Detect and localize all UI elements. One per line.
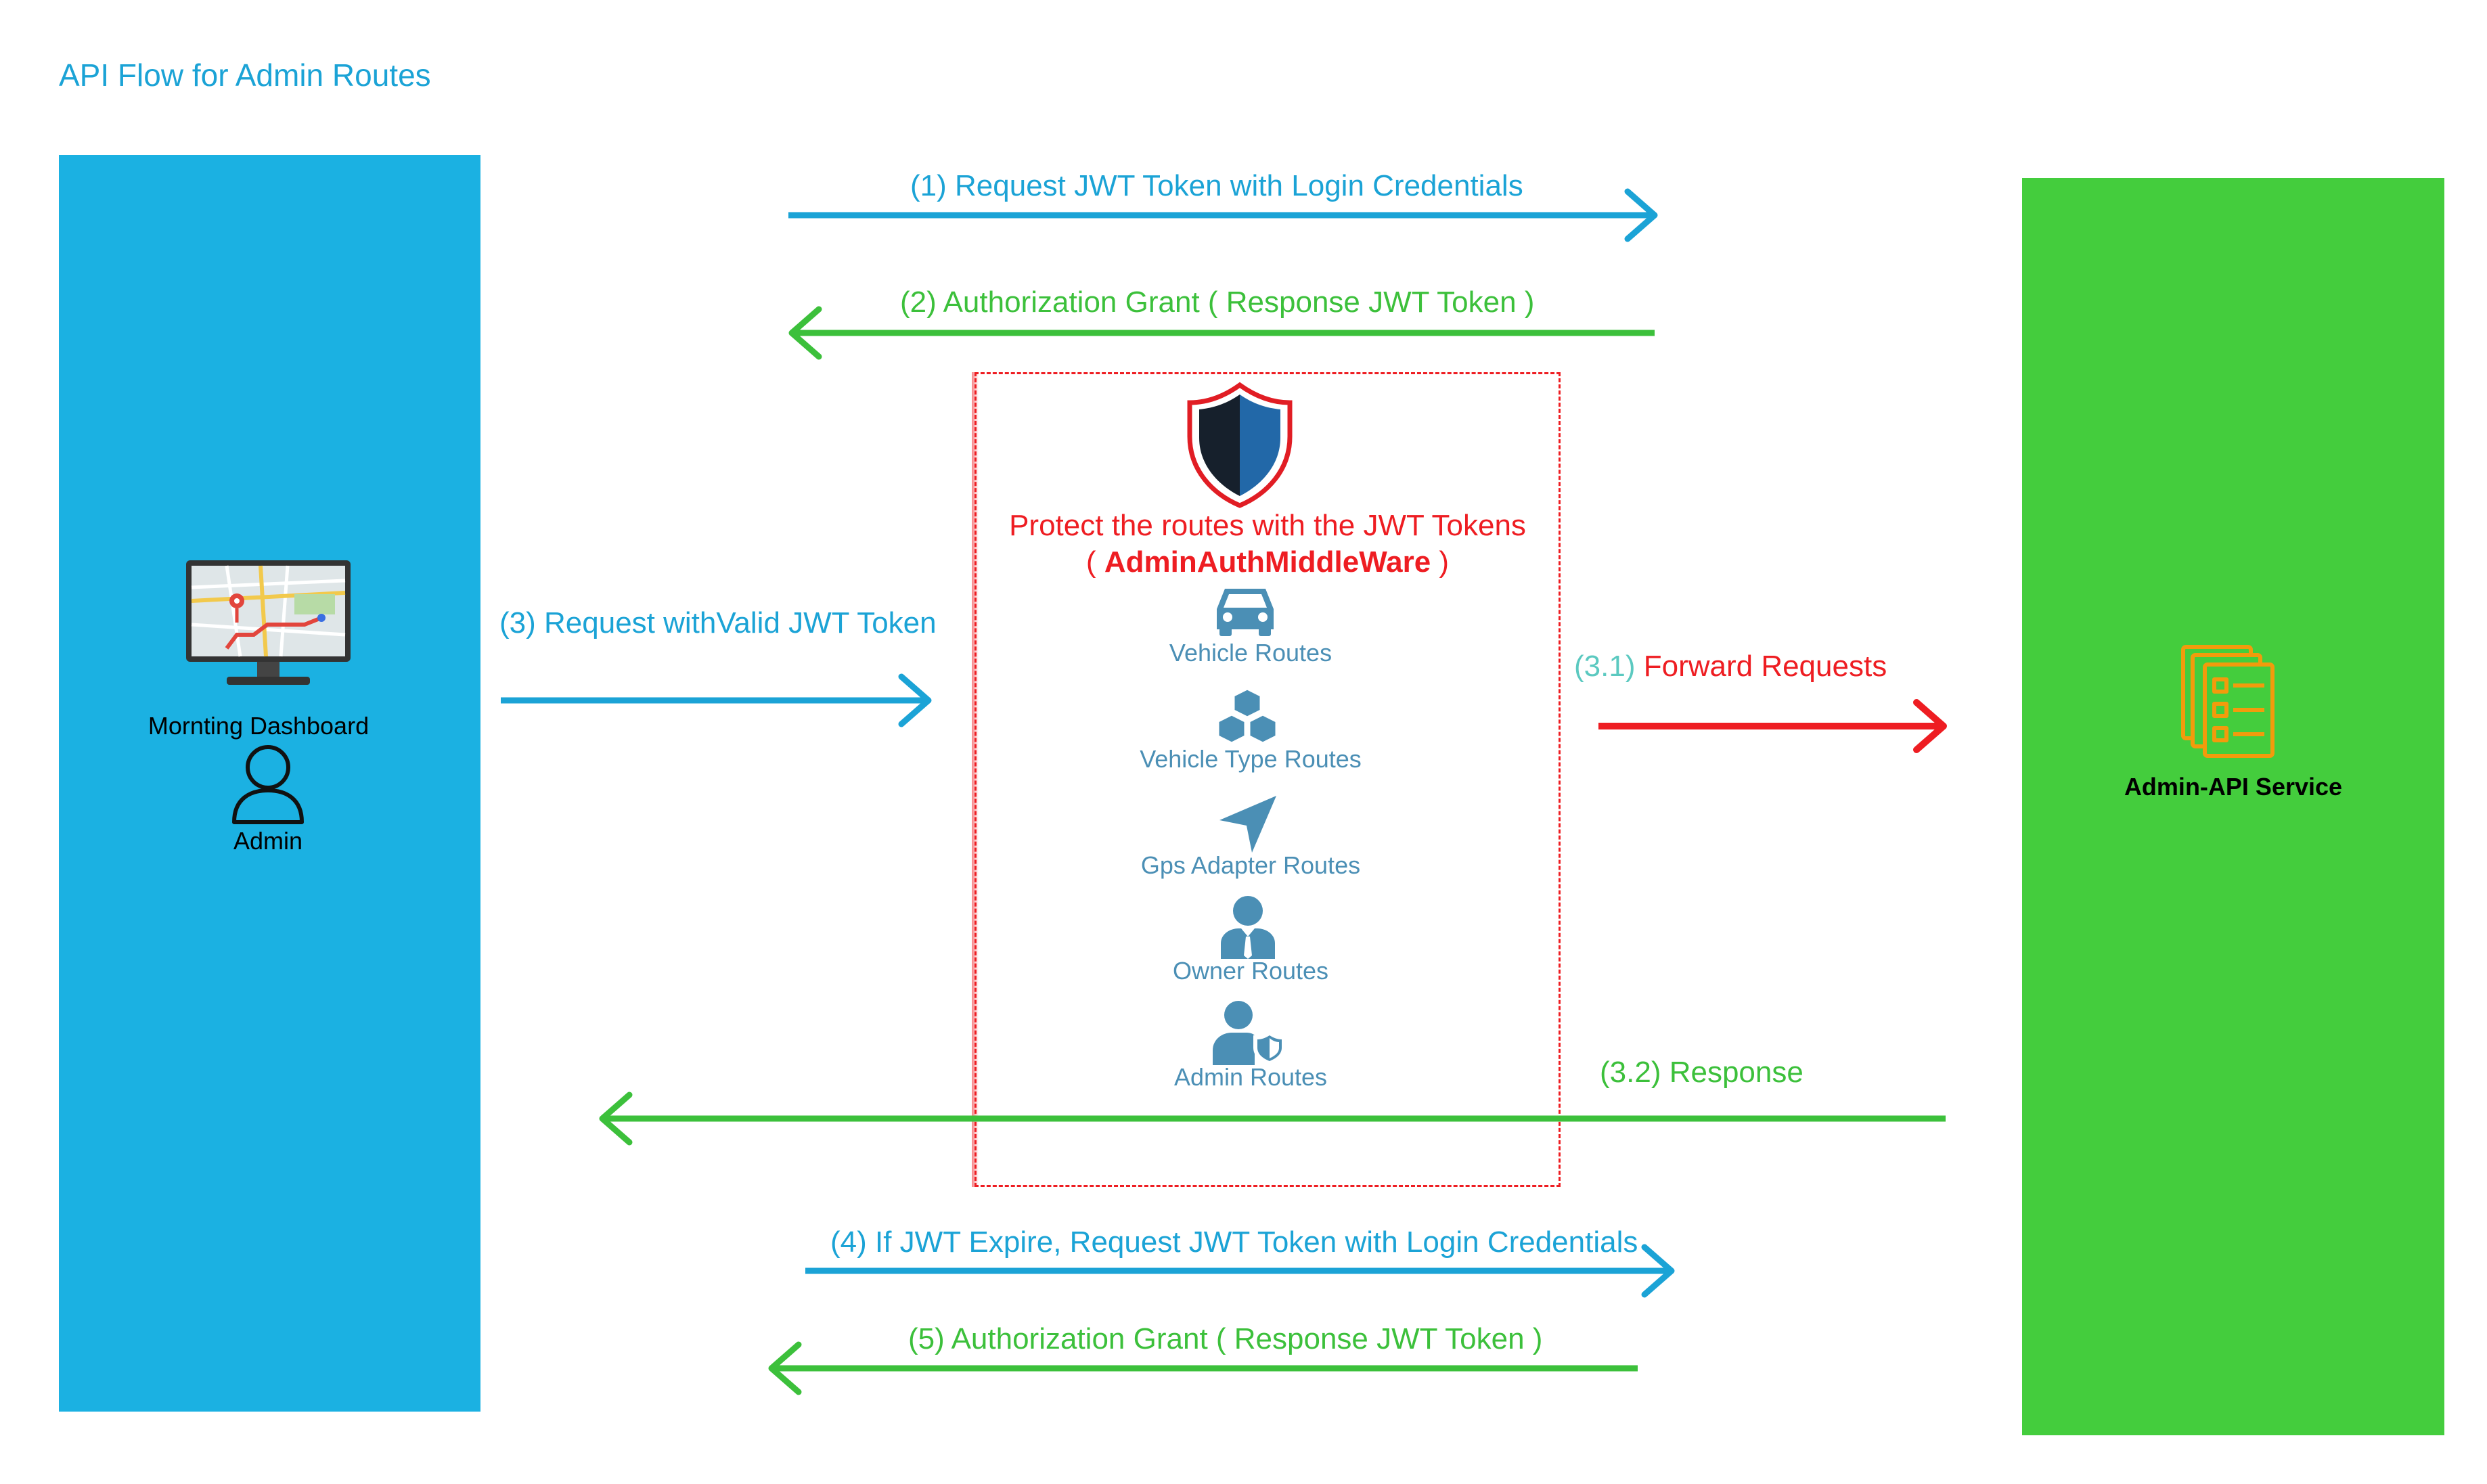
step32-label: (3.2) Response [1600,1056,1803,1089]
route-label-owner: Owner Routes [1172,957,1329,985]
route-label-admin: Admin Routes [1173,1063,1328,1091]
service-panel [2022,178,2444,1435]
middleware-heading: Protect the routes with the JWT Tokens [1009,509,1526,542]
route-label-gps: Gps Adapter Routes [1140,851,1361,879]
user-icon [232,745,304,824]
step32-arrow [599,1092,1946,1146]
step31-number: (3.1) [1574,650,1636,683]
businessman-icon [1221,896,1275,959]
step3-arrow [501,673,932,727]
cubes-icon [1217,688,1278,744]
step31-label: (3.1) Forward Requests [1574,650,1887,683]
step31-text: Forward Requests [1643,650,1887,683]
route-label-vehicle: Vehicle Routes [1169,639,1332,667]
document-stack-icon [2181,645,2275,758]
step1-arrow [788,188,1658,242]
step5-label: (5) Authorization Grant ( Response JWT T… [908,1322,1543,1355]
shield-icon [1187,382,1293,508]
step3-label: (3) Request withValid JWT Token [499,606,937,639]
step4-label: (4) If JWT Expire, Request JWT Token wit… [830,1226,1638,1259]
user-shield-icon [1213,1001,1286,1065]
client-panel [59,155,480,1412]
middleware-box [974,372,1561,1187]
step5-arrow [768,1341,1638,1395]
middleware-name: AdminAuthMiddleWare [1104,545,1431,579]
step2-label: (2) Authorization Grant ( Response JWT T… [900,286,1535,319]
middleware-close-paren: ) [1431,545,1450,579]
diagram-title: API Flow for Admin Routes [59,58,431,93]
monitor-map-icon [186,560,351,685]
middleware-open-paren: ( [1085,545,1104,579]
step2-arrow [788,306,1655,360]
step1-label: (1) Request JWT Token with Login Credent… [910,169,1523,202]
navigation-arrow-icon [1219,796,1276,853]
middleware-name-line: ( AdminAuthMiddleWare ) [974,545,1561,579]
step4-arrow [805,1244,1675,1298]
dashboard-label: Mornting Dashboard [148,712,369,740]
step31-arrow [1598,699,1947,753]
user-label: Admin [233,827,303,855]
car-icon [1217,589,1274,636]
service-label: Admin-API Service [2124,773,2343,801]
route-label-vehicle-type: Vehicle Type Routes [1140,745,1362,773]
